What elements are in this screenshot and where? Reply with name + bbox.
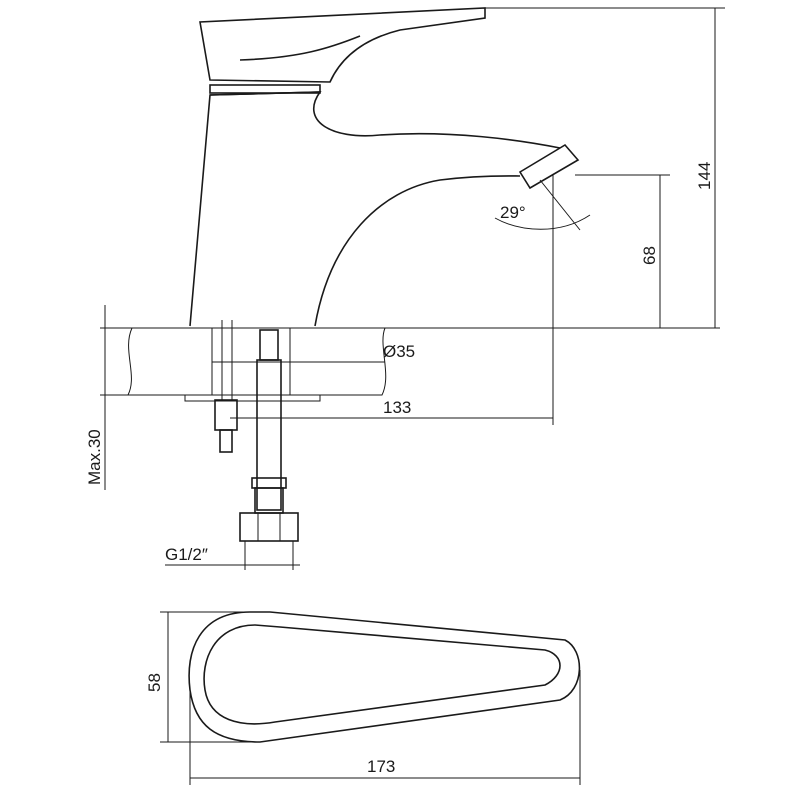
dim-lever-length: 173 — [367, 757, 395, 776]
dim-spout-height: 68 — [640, 246, 659, 265]
countertop-section — [100, 327, 720, 402]
dim-spout-angle: 29° — [500, 203, 526, 222]
dim-total-height: 144 — [695, 162, 714, 190]
supply-hoses — [214, 320, 299, 542]
dim-max-counter: Max.30 — [85, 429, 104, 485]
dim-spout-reach: 133 — [383, 398, 411, 417]
dimension-lines — [104, 7, 725, 570]
dim-lever-width: 58 — [145, 673, 164, 692]
faucet-body — [189, 7, 580, 327]
dim-connection-thread: G1/2″ — [165, 545, 208, 564]
lever-top-view — [160, 611, 581, 785]
dim-hole-diameter: Ø35 — [383, 342, 415, 361]
